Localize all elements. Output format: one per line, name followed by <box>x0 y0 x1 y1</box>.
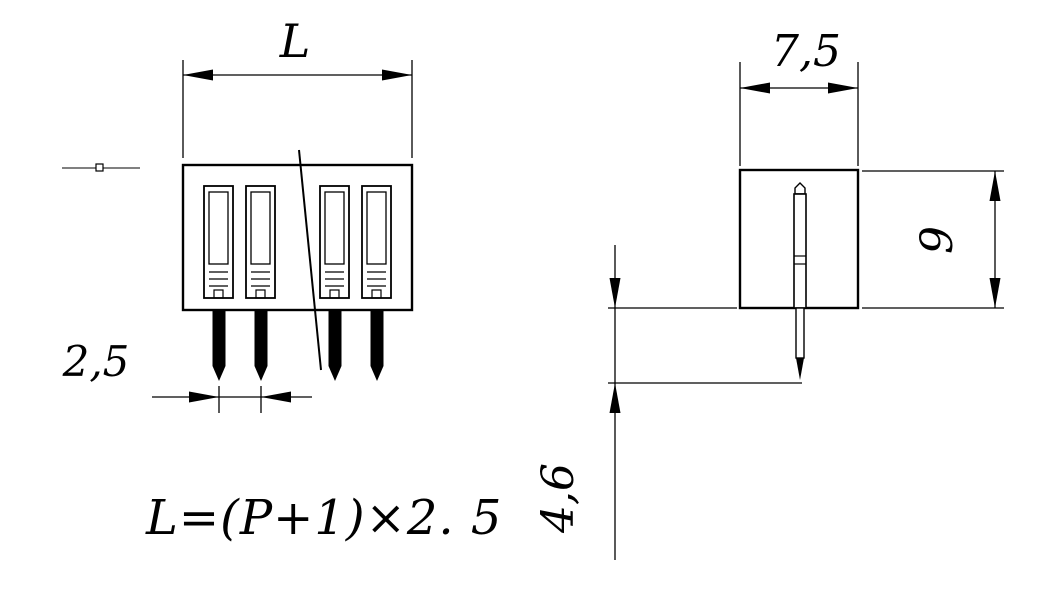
dimension-overall-width: L <box>182 14 413 158</box>
arrowhead-right-icon <box>189 391 219 403</box>
arrowhead-right-icon <box>828 82 858 94</box>
front-view: L 2,5 L=(P+1)×2. 5 <box>62 14 502 546</box>
arrowhead-left-icon <box>261 391 291 403</box>
pin-shaft <box>793 193 807 309</box>
arrowhead-up-icon <box>989 171 1001 201</box>
dim-label-overall-width: L <box>279 14 311 68</box>
slot-foot <box>255 289 266 299</box>
arrowhead-left-icon <box>740 82 770 94</box>
slot-foot <box>213 289 224 299</box>
slot-inner <box>324 191 345 265</box>
dimension-pitch: 2,5 <box>62 337 312 413</box>
dim-label-pin-protrusion: 4,6 <box>533 463 584 534</box>
slot-inner <box>208 191 229 265</box>
slot-inner <box>366 191 387 265</box>
break-line <box>298 149 322 371</box>
slot-inner <box>250 191 271 265</box>
slot-foot <box>371 289 382 299</box>
terminal-slot <box>245 185 276 299</box>
solder-pin <box>328 310 342 381</box>
dimension-height: 9 <box>862 170 1004 309</box>
datum-marker <box>62 163 140 172</box>
solder-pin <box>370 310 384 381</box>
side-view: 7,5 9 4,6 <box>533 26 1004 560</box>
dimension-pin-protrusion: 4,6 <box>533 245 802 560</box>
pitch-formula: L=(P+1)×2. 5 <box>145 490 502 546</box>
terminal-slot <box>319 185 350 299</box>
side-pin <box>793 182 807 380</box>
datum-square <box>95 163 104 172</box>
arrowhead-down-icon <box>989 278 1001 308</box>
arrowhead-right-icon <box>382 69 412 81</box>
arrowhead-left-icon <box>183 69 213 81</box>
solder-pin <box>254 310 268 381</box>
dimension-width: 7,5 <box>739 26 859 166</box>
terminal-slot <box>361 185 392 299</box>
dim-label-pitch: 2,5 <box>62 337 130 386</box>
pin-point <box>796 358 804 380</box>
pin-lower-shaft <box>795 307 805 359</box>
solder-pin <box>212 310 226 381</box>
slot-foot <box>329 289 340 299</box>
arrowhead-up-icon <box>609 383 621 413</box>
arrowhead-down-icon <box>609 278 621 308</box>
terminal-slot <box>203 185 234 299</box>
dim-label-height: 9 <box>912 226 963 254</box>
dim-label-width: 7,5 <box>771 26 841 77</box>
